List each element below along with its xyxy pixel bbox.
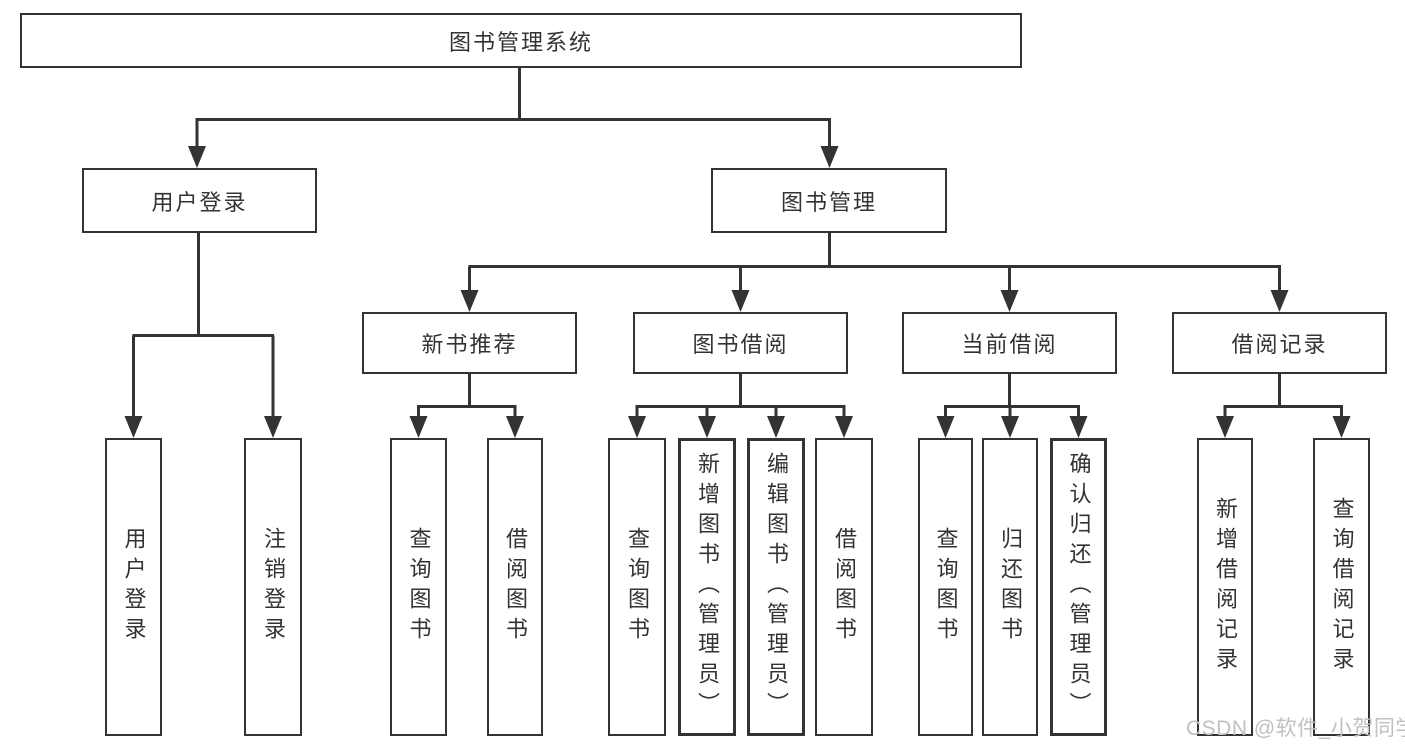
- leaf-query-books-borrow: 查询图书: [608, 438, 666, 736]
- leaf-query-books-new: 查询图书: [390, 438, 447, 736]
- leaf-query-books-current: 查询图书: [918, 438, 973, 736]
- leaf-borrow-books-new: 借阅图书: [487, 438, 543, 736]
- node-new-book-recommend: 新书推荐: [362, 312, 577, 374]
- leaf-add-borrow-record: 新增借阅记录: [1197, 438, 1253, 736]
- leaf-borrow-books: 借阅图书: [815, 438, 873, 736]
- tree-edges: [132, 68, 1343, 418]
- node-borrow-records: 借阅记录: [1172, 312, 1387, 374]
- leaf-query-borrow-record: 查询借阅记录: [1313, 438, 1370, 736]
- leaf-user-login: 用户登录: [105, 438, 162, 736]
- watermark: CSDN @软件_小贺同学: [1186, 717, 1405, 740]
- leaf-confirm-return-admin: 确认归还（管理员）: [1050, 438, 1107, 736]
- node-book-management: 图书管理: [711, 168, 947, 233]
- node-user-login: 用户登录: [82, 168, 317, 233]
- leaf-edit-book-admin: 编辑图书（管理员）: [747, 438, 805, 736]
- node-root: 图书管理系统: [20, 13, 1022, 68]
- arrow-heads: [124, 146, 1351, 438]
- leaf-return-book: 归还图书: [982, 438, 1038, 736]
- node-current-borrow: 当前借阅: [902, 312, 1117, 374]
- leaf-add-book-admin: 新增图书（管理员）: [678, 438, 736, 736]
- leaf-logout: 注销登录: [244, 438, 302, 736]
- node-book-borrow: 图书借阅: [633, 312, 848, 374]
